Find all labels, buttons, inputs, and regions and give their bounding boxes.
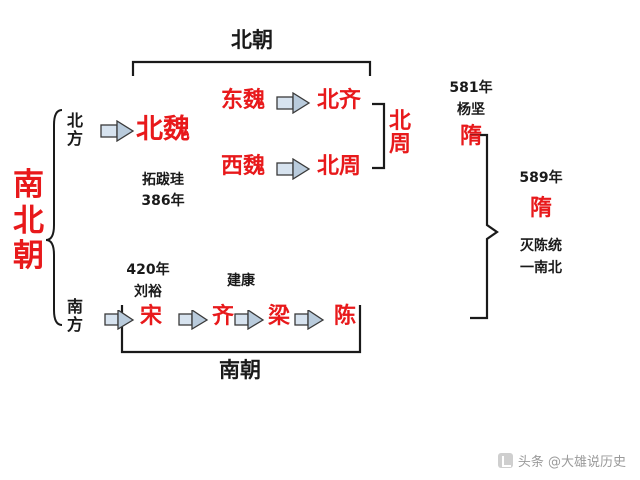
- arrow-xiwei-to-beizhou: [276, 158, 311, 180]
- watermark-text: 头条 @大雄说历史: [517, 455, 626, 470]
- node-chen: 陈: [333, 304, 356, 329]
- label-south-direction: 南 方: [66, 297, 83, 335]
- section-title-nanchao: 南朝: [219, 358, 261, 382]
- arrow-liang-to-chen: [294, 310, 325, 330]
- arrow-north-to-beiwei: [100, 120, 135, 142]
- arrow-dongwei-to-beiqi: [276, 92, 311, 114]
- node-beizhou-vertical: 北 周: [388, 109, 411, 158]
- label-jiankang: 建康: [227, 273, 255, 289]
- node-sui-top: 隋: [459, 124, 482, 149]
- node-song: 宋: [139, 304, 162, 329]
- diagram-title-nanbeichao: 南 北 朝: [13, 167, 45, 275]
- label-sui-right-year: 589年: [519, 170, 563, 186]
- node-qi: 齐: [211, 304, 234, 329]
- label-song-year: 420年: [126, 262, 170, 278]
- arrow-qi-to-liang: [234, 310, 265, 330]
- node-beiqi: 北齐: [316, 88, 361, 113]
- node-beiwei-founder: 拓跋珪: [142, 172, 184, 188]
- section-title-beichao: 北朝: [231, 28, 273, 52]
- label-song-person: 刘裕: [134, 284, 162, 300]
- node-xiwei: 西魏: [220, 154, 265, 179]
- label-sui-top-year: 581年: [449, 80, 493, 96]
- label-sui-top-person: 杨坚: [457, 102, 485, 118]
- arrow-song-to-qi: [178, 310, 209, 330]
- arrow-south-to-song: [104, 310, 135, 330]
- node-sui-right: 隋: [529, 196, 552, 221]
- watermark: 头条 @大雄说历史: [497, 451, 626, 470]
- watermark-logo-icon: [497, 453, 513, 468]
- label-sui-note-line1: 灭陈统: [520, 238, 562, 254]
- label-north-direction: 北 方: [66, 111, 83, 149]
- node-beiwei-year: 386年: [141, 193, 185, 209]
- node-dongwei: 东魏: [220, 88, 265, 113]
- node-beiwei: 北魏: [136, 114, 190, 145]
- node-beizhou: 北周: [316, 154, 361, 179]
- node-liang: 梁: [267, 304, 290, 329]
- label-sui-note-line2: 一南北: [520, 260, 562, 276]
